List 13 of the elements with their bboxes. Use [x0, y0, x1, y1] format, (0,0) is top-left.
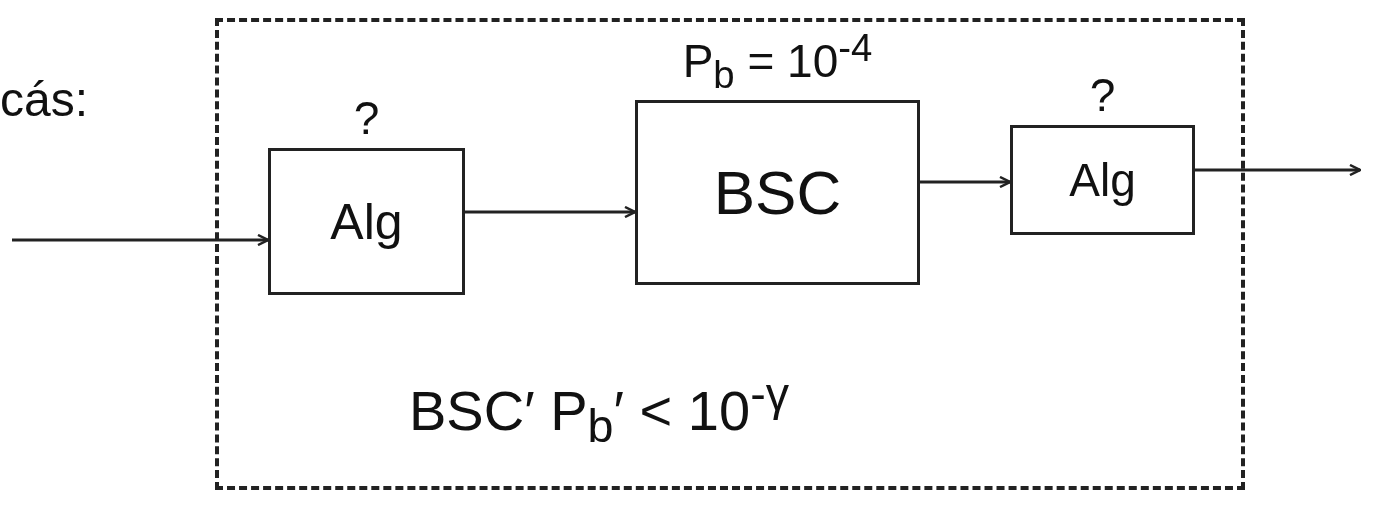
channel-label: BSC′ P$_{b}$′ < 10$^{-γ}$	[409, 367, 789, 453]
block-annotation: ?	[353, 91, 380, 145]
block-label: Alg	[1069, 153, 1136, 207]
arrow	[920, 175, 1012, 189]
block-label: Alg	[330, 192, 403, 251]
dashed-boundary-box	[215, 18, 1245, 490]
block-annotation: ?	[1089, 68, 1116, 122]
arrow	[12, 233, 270, 247]
text-label: cás:	[0, 72, 89, 127]
arrow	[465, 205, 637, 219]
arrow	[1195, 163, 1362, 177]
block-label: BSC	[713, 157, 842, 228]
block-annotation: P$_{b}$ = 10$^{-4}$	[682, 26, 873, 97]
